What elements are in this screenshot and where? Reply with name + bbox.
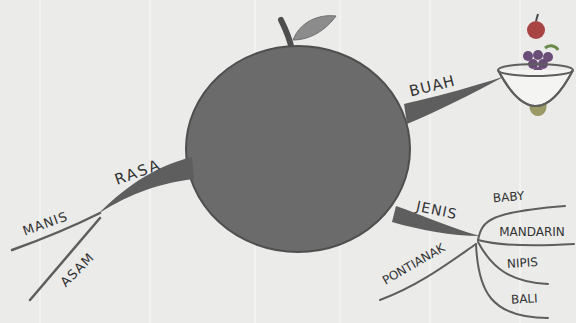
branch-label: PONTIANAK: [380, 242, 447, 288]
branch-label: ASAM: [58, 250, 97, 289]
branch-label: BALI: [510, 293, 537, 308]
fruit-bowl-icon: [498, 14, 573, 116]
branch-label: MANIS: [21, 209, 70, 238]
branch-label: MANDARIN: [499, 226, 565, 239]
branch-label: NIPIS: [506, 256, 538, 271]
